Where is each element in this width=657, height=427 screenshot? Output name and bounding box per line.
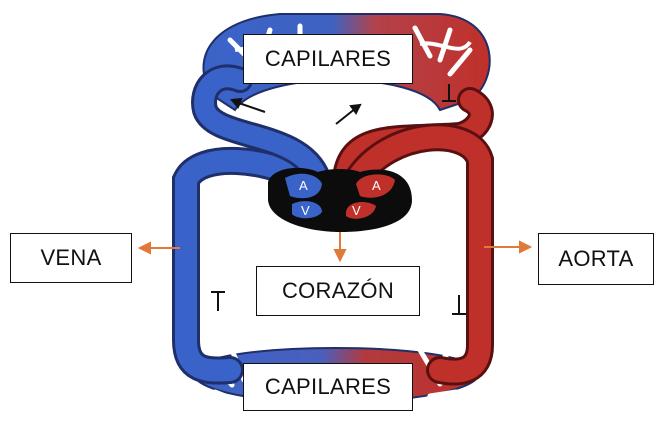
label-capilares-bottom: CAPILARES	[243, 363, 413, 411]
label-capilares-top-text: CAPILARES	[265, 46, 391, 72]
arrow-up-icon	[211, 292, 225, 311]
left-ventricle-label: V	[352, 203, 361, 218]
label-vena: VENA	[10, 233, 132, 283]
label-aorta: AORTA	[538, 233, 654, 285]
label-aorta-text: AORTA	[558, 246, 633, 272]
label-capilares-bottom-text: CAPILARES	[265, 374, 391, 400]
pointer-corazon-icon	[335, 232, 345, 260]
label-capilares-top: CAPILARES	[243, 34, 413, 84]
label-corazon: CORAZÓN	[256, 266, 420, 316]
arrow-up-right-icon	[336, 105, 360, 124]
arrow-down-icon	[452, 295, 466, 314]
label-vena-text: VENA	[40, 245, 101, 271]
label-corazon-text: CORAZÓN	[282, 278, 394, 304]
arrow-left-icon	[232, 99, 265, 112]
heart: A A V V	[268, 168, 412, 232]
right-ventricle-label: V	[301, 203, 310, 218]
left-atrium-label: A	[372, 178, 381, 193]
right-atrium-label: A	[299, 178, 308, 193]
